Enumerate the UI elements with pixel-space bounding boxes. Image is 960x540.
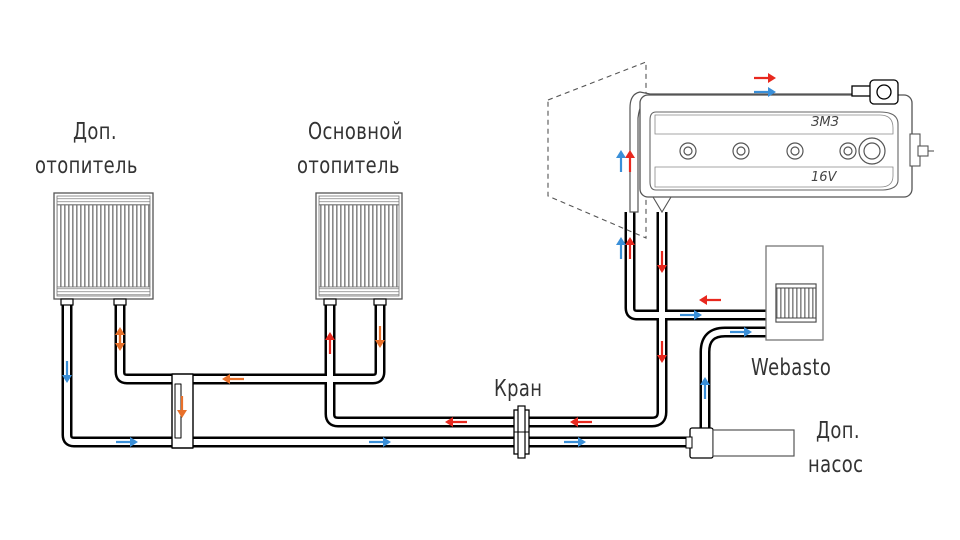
flow-arrow-webasto-in [730,327,752,337]
flow-arrow-engine-outlet-1 [657,251,667,273]
webasto-heater [765,245,824,341]
flow-arrow-top-red [754,73,776,83]
flow-arrow-engine-inlet-blue [616,237,626,259]
engine-bottom-label: 16V [811,170,838,185]
flow-arrow-webasto-return-blue [680,310,702,320]
flow-arrow-bottom-line-2 [369,437,391,447]
valve-label: Кран [494,376,543,402]
aux-pump [685,427,795,459]
flow-arrow-webasto-out [699,295,721,305]
flow-arrow-engine-side-blue [616,150,626,172]
main-heater-core [315,192,403,306]
flow-arrow-mixed-line [222,374,244,384]
flow-arrows [62,73,776,447]
cylinders [679,137,886,165]
webasto-label: Webasto [751,355,832,381]
flow-arrow-tee-down [177,396,187,418]
flow-arrow-return-line-1 [570,417,592,427]
engine: ЗМЗ 16V [547,61,934,239]
pipe-network [61,212,766,449]
engine-top-label: ЗМЗ [811,115,839,130]
flow-arrow-aux-heater-in-down [115,329,125,351]
gearbox-outline [547,61,647,239]
main-heater-label-line1: Основной [308,119,403,145]
engine-head-inner [649,111,899,191]
valve [513,405,530,459]
aux-heater-label-line2: отопитель [35,153,138,179]
aux-pump-label-line2: насос [808,452,864,478]
aux-heater-core [53,192,154,306]
flow-arrow-return-line-2 [445,417,467,427]
aux-heater-label-line1: Доп. [73,119,117,145]
flow-arrow-main-heater-out [375,326,385,348]
flow-arrow-aux-heater-out [62,361,72,383]
flow-arrow-main-heater-in [325,332,335,354]
flow-arrow-engine-outlet-2 [657,341,667,363]
pipe-cores [64,212,766,445]
flow-arrow-bottom-line-3 [564,437,586,447]
flow-arrow-engine-inlet-red [625,237,635,259]
flow-arrow-engine-side-red [625,150,635,172]
flow-arrow-top-blue [754,87,776,97]
flow-arrow-pump-to-webasto [700,377,710,399]
aux-pump-label-line1: Доп. [816,418,860,444]
main-heater-label-line2: отопитель [297,153,400,179]
flow-arrow-bottom-line-1 [116,437,138,447]
